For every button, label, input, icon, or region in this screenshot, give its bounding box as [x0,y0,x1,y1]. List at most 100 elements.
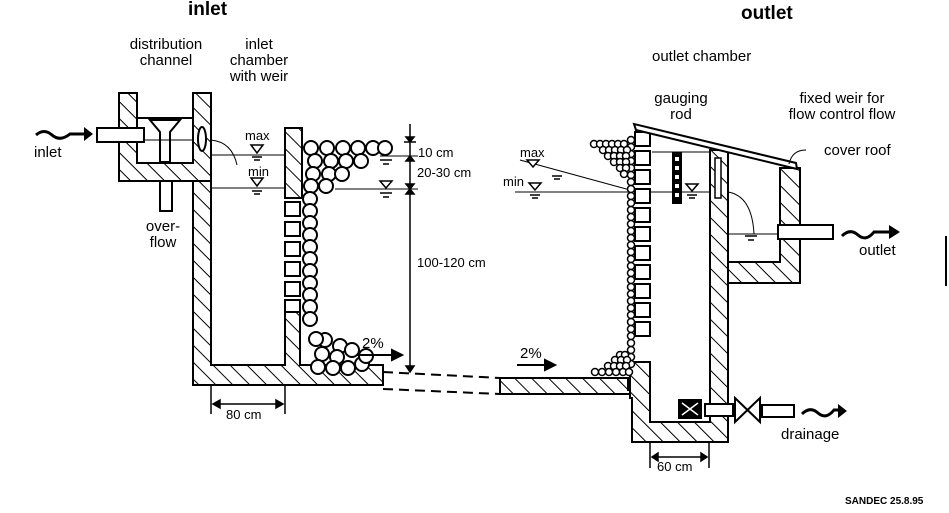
gravel-outlet [589,135,636,377]
gravel-stone [626,310,636,320]
outlet-pipe [777,224,834,240]
depth-dimension-line [404,124,416,374]
credit-label: SANDEC 25.8.95 [845,496,924,507]
drainage-label: drainage [781,426,840,443]
outlet-flow-arrow-icon [840,225,900,240]
gravel-stone [626,331,636,341]
gravel-stone [626,324,636,334]
outlet-level-icon [684,183,757,241]
gravel-stone [626,191,636,201]
width-dimension-lines [210,385,710,468]
gravel-stone [626,338,636,348]
label-line: flow control flow [788,106,896,123]
gravel-stone [344,342,360,358]
brick [634,131,651,147]
slope-label-inlet: 2% [362,335,384,352]
gravel-stone [325,360,341,376]
gravel-stone [335,140,351,156]
gravel-stone [318,178,334,194]
outlet-label: outlet [859,242,896,259]
gravel-stone [626,247,636,257]
label-line: distribution [129,36,203,53]
gravel-stone [626,282,636,292]
label-line: with weir [229,68,289,85]
brick [634,245,651,261]
gravel-stone [626,226,636,236]
gauging-rod-label: gauging rod [641,91,721,123]
label-line: flow [149,234,177,251]
gravel-stone [334,166,350,182]
gravel-stone [626,135,636,145]
gravel-stone [626,268,636,278]
brick [634,283,651,299]
brick [634,302,651,318]
gravel-stone [626,275,636,285]
bed-floor-dashed [382,371,501,395]
gravel-stone [626,254,636,264]
cover-roof-label: cover roof [824,142,891,159]
gravel-stone [626,240,636,250]
gravel-stone [377,140,393,156]
outlet-width-dimension: 60 cm [657,459,693,474]
gravel-stone [340,360,356,376]
gravel-stone [626,261,636,271]
inlet-width-dimension: 80 cm [226,407,262,422]
drainage-flow-arrow-icon [800,404,847,418]
gravel-stone [626,296,636,306]
gravel-stone [350,140,366,156]
outlet-bricks [634,131,651,337]
label-line: over- [145,218,181,235]
gravel-stone [353,153,369,169]
inlet-pipe [96,127,145,143]
gravel-stone [323,153,339,169]
funnel-icon [147,119,183,163]
gravel-stone [626,212,636,222]
label-line: inlet [245,36,273,53]
slope-label-outlet: 2% [520,345,542,362]
gravel-stone [626,184,636,194]
brick [634,207,651,223]
gravel-stone [626,303,636,313]
max-level-icon [249,144,265,161]
gravel-stone [626,219,636,229]
weir-bricks [284,201,301,313]
brick [634,188,651,204]
outlet-max-label: max [520,145,545,160]
freeboard-dimension: 10 cm [418,145,454,160]
gravel-stone [303,140,319,156]
label-line: gauging [654,90,708,107]
max-label: max [245,128,270,143]
fixed-weir-label: fixed weir for flow control flow [772,91,912,123]
water-level-icon [378,159,394,198]
gravel-stone [308,331,324,347]
gravel-stone [307,153,323,169]
depth-dimension: 100-120 cm [417,255,486,270]
gravel-stone [626,205,636,215]
gravel-stone [626,198,636,208]
gravel-stone [302,311,318,327]
label-line: fixed weir for [799,90,885,107]
slope-arrow-icon [357,348,558,372]
gravel-stone [590,367,600,377]
gravel-stone [626,289,636,299]
gravel-inlet [302,140,393,376]
inlet-flow-arrow-icon [35,127,93,141]
gravel-stone [303,178,319,194]
drainage-valve [678,395,795,425]
distribution-channel-label: distribution channel [117,37,215,69]
brick [634,226,651,242]
gravel-stone [624,367,634,377]
brick [634,264,651,280]
brick [634,150,651,166]
cover-roof [632,122,799,171]
outlet-pond-level-icon [525,159,562,199]
gravel-stone [626,170,636,180]
outlet-chamber-label: outlet chamber [652,48,752,65]
outlet-min-label: min [503,174,524,189]
gravel-stone [597,367,607,377]
gravel-stone [626,233,636,243]
gravel-stone [314,346,330,362]
label-line: rod [670,106,692,123]
gravel-stone [319,140,335,156]
